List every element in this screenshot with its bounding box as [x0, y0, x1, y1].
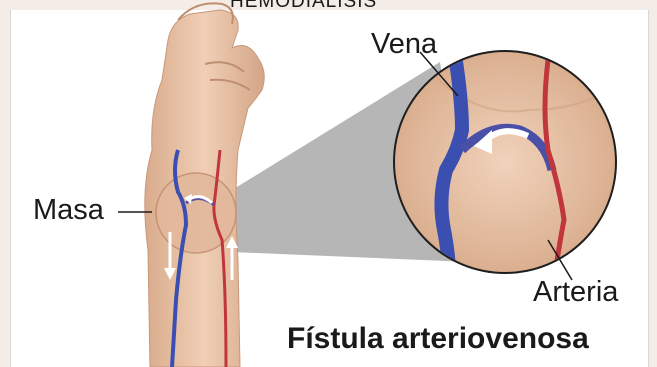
diagram-caption: Fístula arteriovenosa [287, 322, 589, 356]
page-title: HEMODIALISIS [230, 0, 377, 13]
label-masa: Masa [33, 194, 104, 227]
fistula-mass [156, 173, 236, 253]
label-vena: Vena [371, 28, 437, 61]
label-arteria: Arteria [533, 276, 618, 309]
zoom-circle [393, 50, 650, 280]
